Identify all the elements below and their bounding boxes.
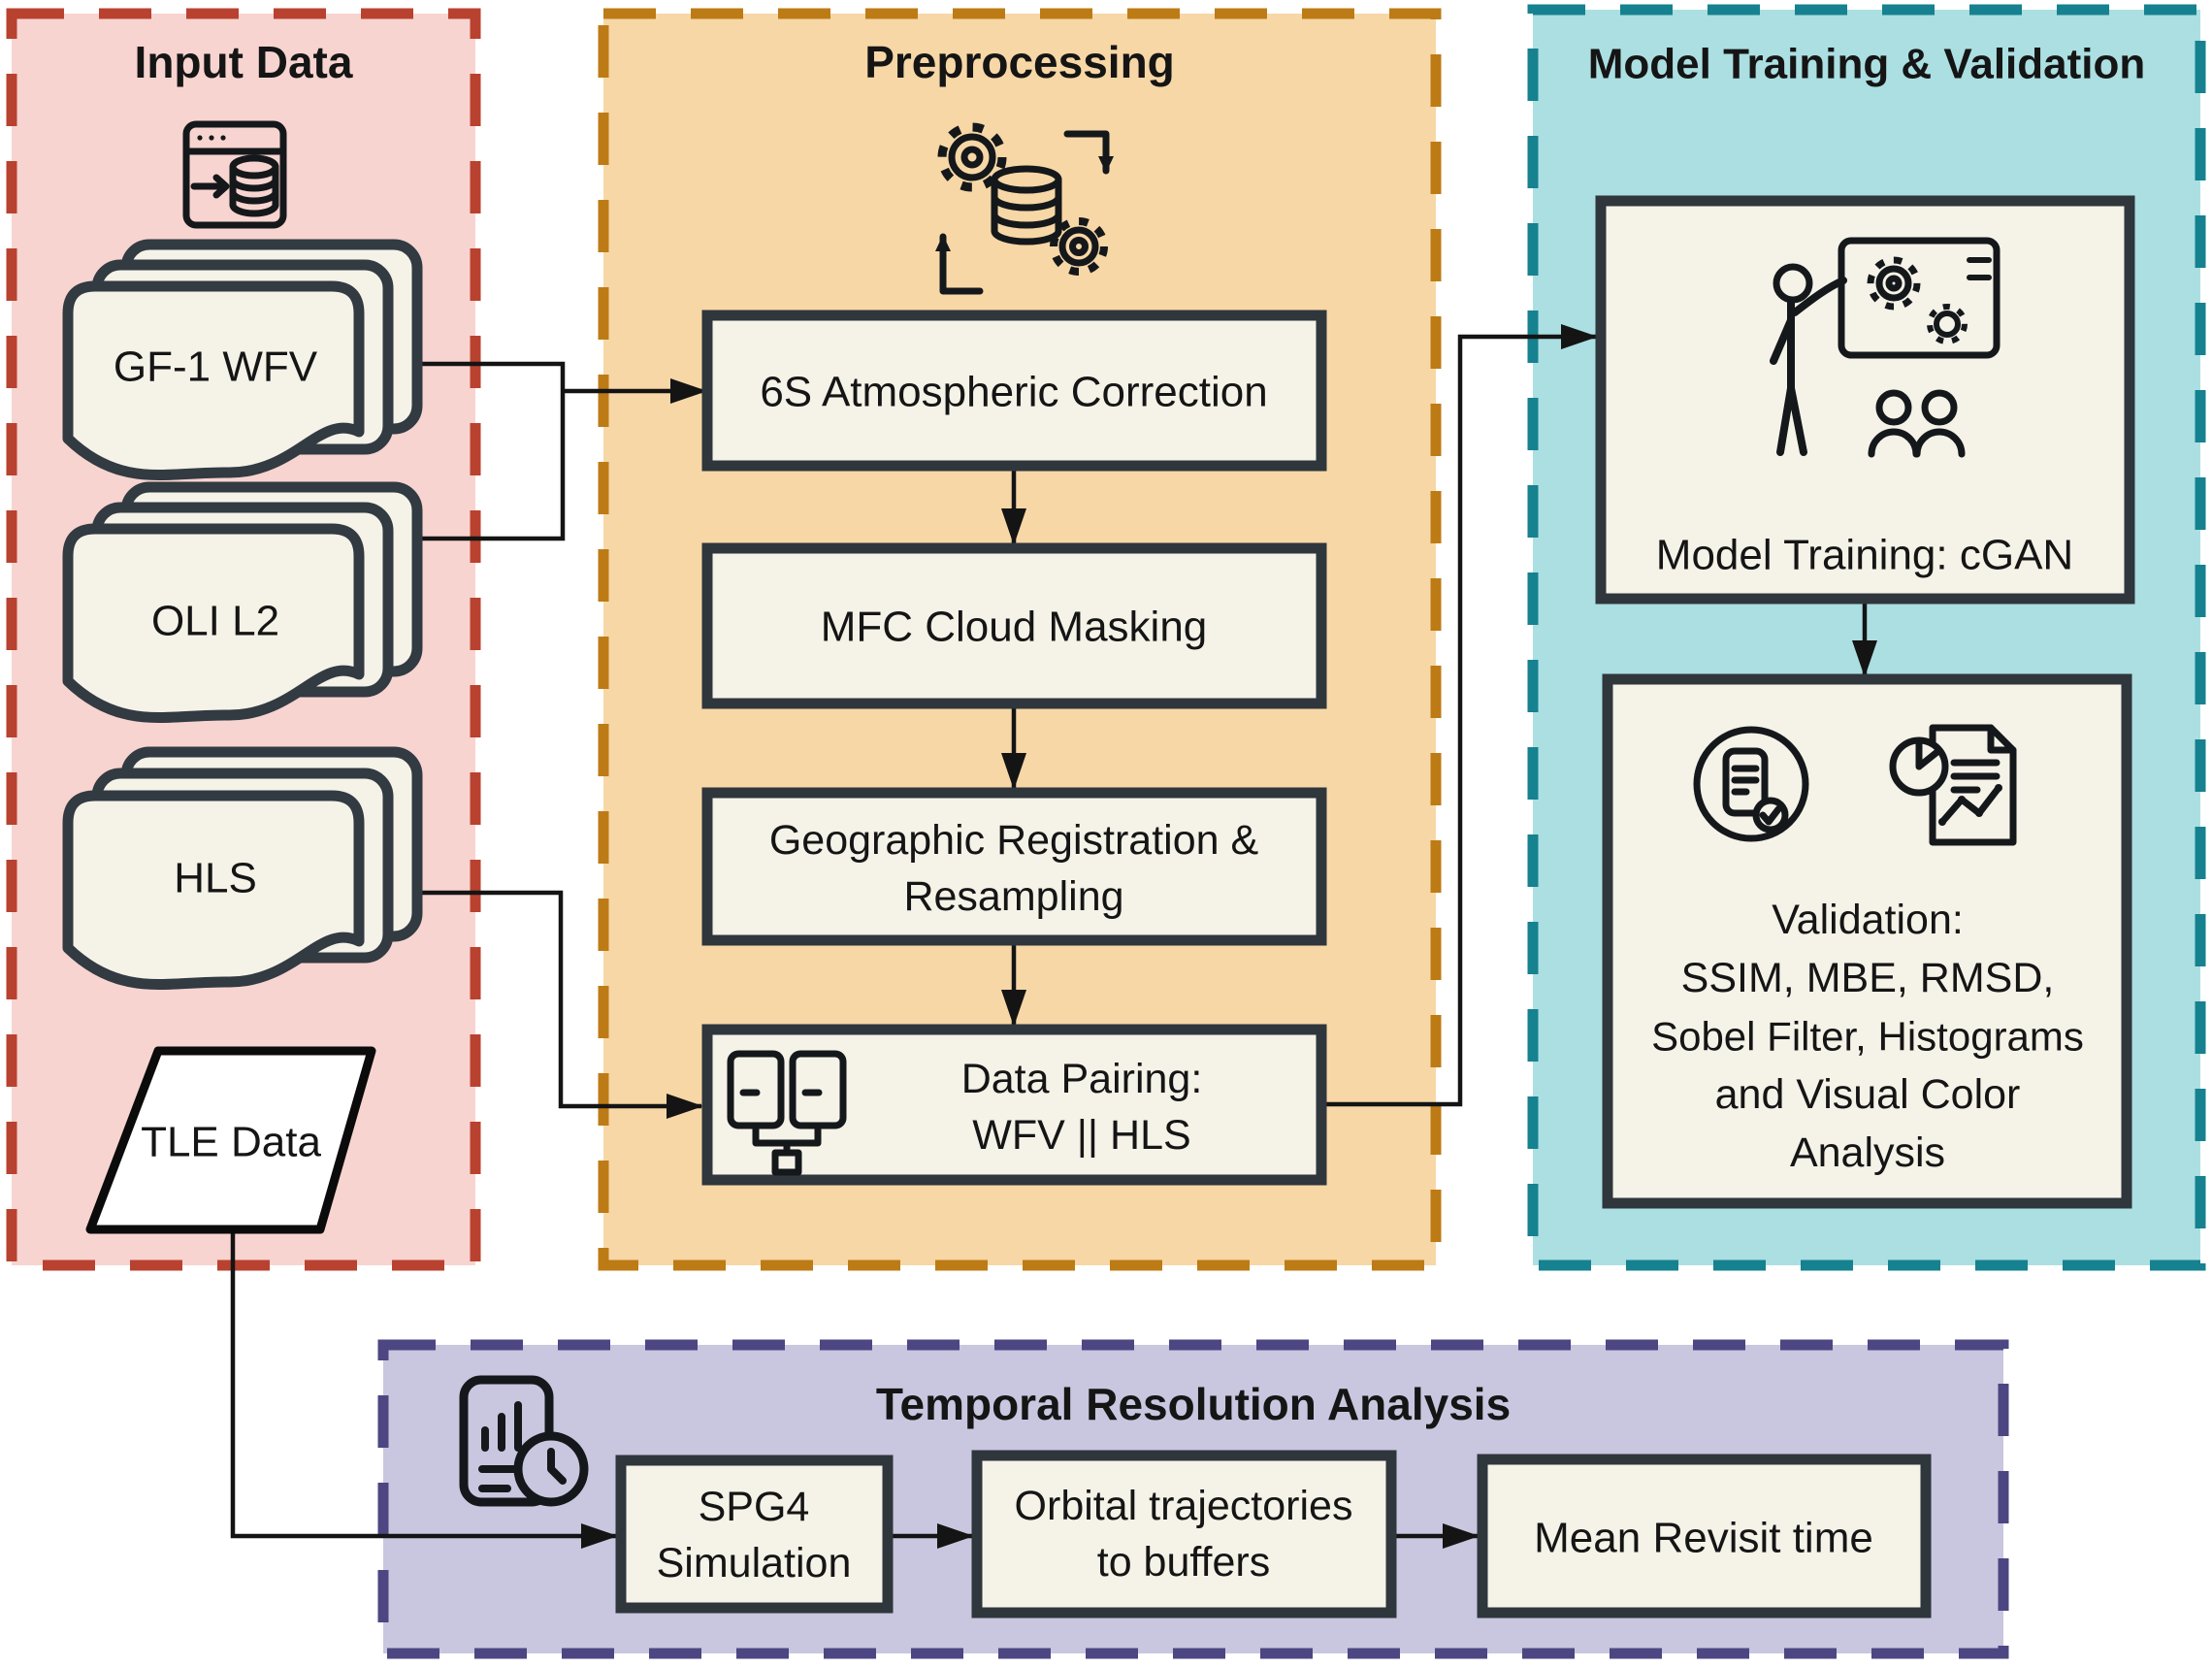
connector-hls-to-pairing [417, 890, 703, 1119]
label-spg4-line1: SPG4 [699, 1484, 810, 1530]
label-data-pairing-line2: WFV || HLS [972, 1112, 1190, 1159]
model-training-validation-title: Model Training & Validation [1588, 41, 2146, 88]
log-clock-icon [459, 1375, 589, 1507]
document-stack-gf1-wfv [62, 239, 423, 480]
box-mfc-cloud-masking [701, 542, 1327, 709]
gears-database-icon [935, 122, 1114, 295]
label-mean-revisit-time: Mean Revisit time [1534, 1515, 1873, 1562]
label-6s-atmospheric-correction: 6S Atmospheric Correction [760, 369, 1267, 416]
box-orbital-trajectories [971, 1450, 1397, 1619]
label-validation-line1: Validation: [1772, 897, 1964, 943]
label-geographic-registration-line2: Resampling [903, 873, 1123, 920]
box-6s-atmospheric-correction [701, 310, 1327, 472]
box-geographic-registration [701, 787, 1327, 946]
io-label-tle-data: TLE Data [141, 1119, 321, 1166]
temporal-resolution-title: Temporal Resolution Analysis [876, 1379, 1511, 1429]
stack-label-gf1-wfv: GF-1 WFV [114, 343, 318, 391]
paired-files-icon [727, 1050, 847, 1176]
stack-label-hls: HLS [174, 855, 257, 902]
label-model-training: Model Training: cGAN [1656, 532, 2073, 579]
input-data-title: Input Data [135, 37, 353, 87]
connector-pairing-to-training [1323, 324, 1598, 1107]
database-import-icon [182, 120, 287, 229]
document-stack-hls [62, 746, 423, 990]
trainer-presentation-icon [1770, 237, 2001, 458]
box-spg4-simulation [615, 1455, 894, 1614]
label-validation-line4: and Visual Color [1715, 1071, 2021, 1118]
connector-tle-to-spg4 [230, 1229, 618, 1549]
stack-label-oli-l2: OLI L2 [151, 598, 279, 645]
label-validation-line3: Sobel Filter, Histograms [1651, 1014, 2084, 1060]
connector-gf1-oli-merge [417, 361, 707, 541]
document-stack-oli-l2 [62, 481, 423, 723]
label-geographic-registration-line1: Geographic Registration & [769, 817, 1259, 864]
label-validation-line5: Analysis [1790, 1129, 1945, 1176]
label-data-pairing-line1: Data Pairing: [961, 1056, 1203, 1102]
chart-document-icon [1889, 724, 2017, 846]
preprocessing-title: Preprocessing [864, 37, 1175, 87]
label-mfc-cloud-masking: MFC Cloud Masking [821, 604, 1208, 651]
box-mean-revisit-time [1477, 1454, 1932, 1619]
label-orbital-line1: Orbital trajectories [1015, 1483, 1353, 1529]
io-shape-tle-data [85, 1046, 376, 1234]
label-orbital-line2: to buffers [1097, 1539, 1271, 1586]
report-check-icon [1693, 726, 1809, 842]
label-validation-line2: SSIM, MBE, RMSD, [1681, 955, 2055, 1001]
box-validation [1602, 673, 2132, 1209]
box-model-training [1595, 195, 2135, 605]
label-spg4-line2: Simulation [657, 1540, 852, 1586]
